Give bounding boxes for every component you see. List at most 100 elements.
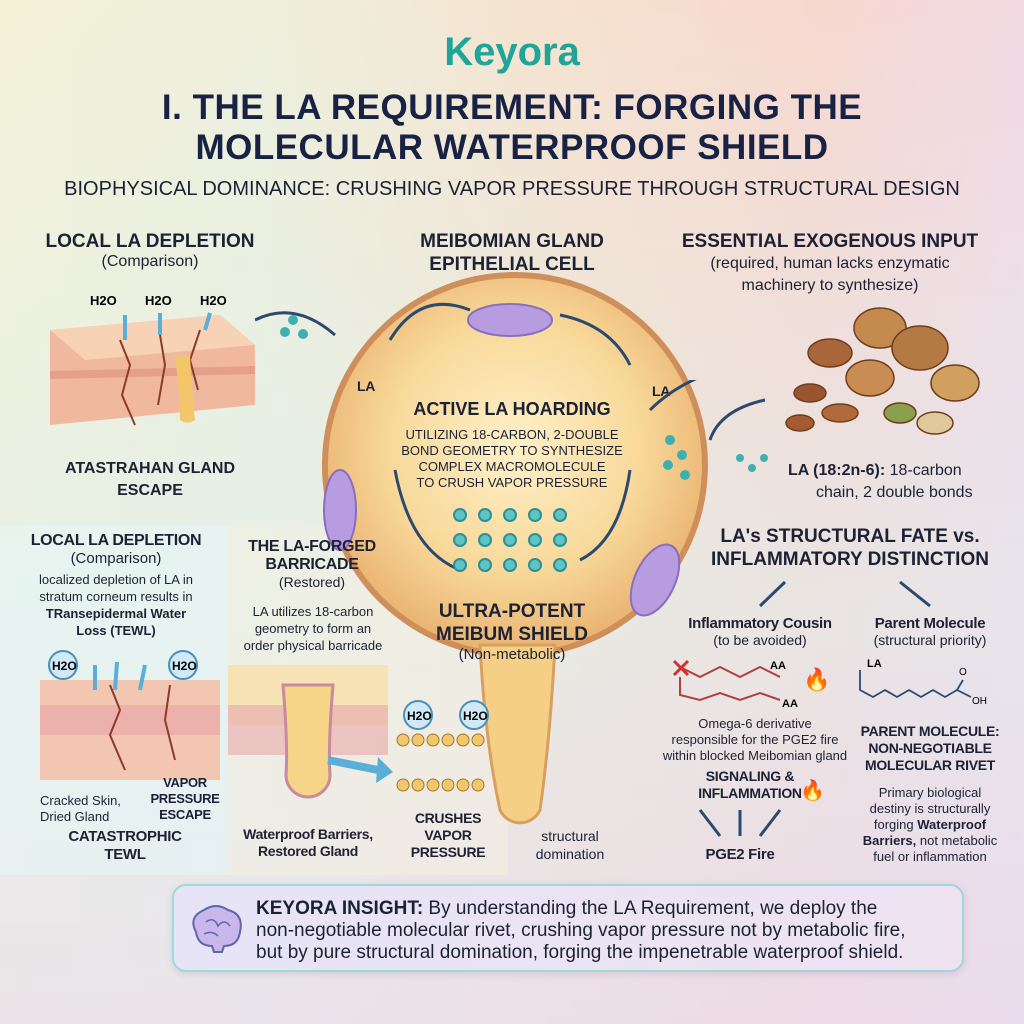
hydroxyl-label: OH (972, 696, 987, 707)
aa-label: AA (782, 698, 798, 710)
desc-line: order physical barricade (243, 638, 383, 653)
inflammatory-cousin: Inflammatory Cousin (to be avoided) (665, 615, 855, 648)
desc-line: Loss (TEWL) (76, 623, 156, 638)
logo-text: Keyora (444, 30, 580, 74)
la-desc: chain, 2 double bonds (816, 484, 973, 501)
aa-molecule: AA AA 🔥 (672, 659, 830, 710)
active-la-hoarding: ACTIVE LA HOARDING UTILIZING 18-CARBON, … (390, 398, 634, 491)
crushes-vapor-label: CRUSHES VAPOR PRESSURE (398, 810, 498, 861)
fate-title: INFLAMMATORY DISTINCTION (711, 549, 989, 570)
h2o-label: H2O (172, 659, 197, 673)
desc-line: geometry to form an (254, 621, 372, 636)
head-line: MOLECULAR RIVET (864, 757, 996, 773)
fate-heading: LA's STRUCTURAL FATE vs. INFLAMMATORY DI… (700, 525, 1000, 571)
cracked-skin-illustration: H2O H2O H2O (49, 293, 256, 426)
hoarding-line: TO CRUSH VAPOR PRESSURE (416, 475, 608, 490)
h2o-label: H2O (463, 709, 488, 723)
page-title: I. THE LA REQUIREMENT: FORGING THE MOLEC… (0, 88, 1024, 168)
parent-molecule: Parent Molecule (structural priority) (845, 615, 1015, 648)
la-arrows (648, 380, 768, 480)
title-line-1: I. THE LA REQUIREMENT: FORGING THE (161, 88, 863, 127)
tail-line: domination (535, 846, 605, 862)
hoarding-line: UTILIZING 18-CARBON, 2-DOUBLE (405, 427, 619, 442)
la-formula: LA (18:2n-6): (788, 462, 886, 479)
label-line: Restored Gland (257, 843, 359, 859)
tail-caption: structural domination (520, 827, 620, 863)
desc-bold: Barriers, (862, 833, 917, 848)
head-line: PARENT MOLECULE: (860, 723, 1000, 739)
desc-line: Omega-6 derivative (698, 716, 812, 731)
tail-line: structural (541, 828, 599, 844)
fire-icon: 🔥 (800, 780, 825, 802)
hoarding-line: BOND GEOMETRY TO SYNTHESIZE (401, 443, 623, 458)
h2o-label: H2O (200, 293, 227, 308)
label-line: Waterproof Barriers, (243, 826, 373, 842)
desc-line: localized depletion of LA in (39, 572, 193, 587)
h2o-label: H2O (145, 293, 172, 308)
h2o-label: H2O (90, 293, 117, 308)
brain-icon (192, 905, 242, 953)
barricade-heading: THE LA-FORGED BARRICADE (Restored) (232, 538, 392, 590)
label-line: PRESSURE (410, 844, 486, 860)
catastrophic-tewl: CATASTROPHIC TEWL (40, 828, 210, 864)
insight-line: but by pure structural domination, forgi… (256, 942, 904, 963)
pge2-arrows (698, 809, 782, 837)
label-line: PRESSURE (150, 791, 220, 806)
desc-line: fuel or inflammation (873, 849, 987, 864)
label-line: ESCAPE (159, 807, 211, 822)
meibum-shield: ULTRA-POTENT MEIBUM SHIELD (Non-metaboli… (400, 600, 624, 664)
page-subtitle: BIOPHYSICAL DOMINANCE: CRUSHING VAPOR PR… (64, 178, 960, 200)
caption-line: ATASTRAHAN GLAND (64, 460, 236, 477)
label-line: VAPOR (424, 827, 472, 843)
waterproof-label: Waterproof Barriers, Restored Gland (228, 826, 388, 860)
cell-title-line: MEIBOMIAN GLAND (420, 231, 604, 252)
cousin-subtitle: (to be avoided) (713, 632, 807, 648)
top-left-subtitle: (Comparison) (101, 253, 199, 270)
footer-line: TEWL (104, 846, 146, 863)
caption-line: ESCAPE (117, 482, 183, 499)
insight-label: KEYORA INSIGHT: (256, 898, 424, 919)
top-left-heading: LOCAL LA DEPLETION (Comparison) (30, 230, 270, 271)
keyora-insight-box: KEYORA INSIGHT: By understanding the LA … (172, 884, 964, 972)
top-left-title: LOCAL LA DEPLETION (45, 231, 255, 252)
desc-line: within blocked Meibomian gland (662, 748, 848, 763)
top-right-title: ESSENTIAL EXOGENOUS INPUT (681, 231, 979, 252)
desc-line: destiny is structurally (869, 801, 991, 816)
parent-title: Parent Molecule (874, 615, 986, 632)
top-left-caption: ATASTRAHAN GLAND ESCAPE (40, 458, 260, 502)
desc-line: responsible for the PGE2 fire (671, 732, 839, 747)
parent-molecule-head: PARENT MOLECULE: NON-NEGOTIABLE MOLECULA… (840, 723, 1020, 774)
shield-note: (Non-metabolic) (458, 646, 566, 663)
desc-text: forging (873, 817, 918, 832)
la-structure: LA O OH (859, 658, 987, 707)
cousin-desc: Omega-6 derivative responsible for the P… (655, 716, 855, 764)
h2o-label: H2O (407, 709, 432, 723)
pge2-fire: PGE2 Fire (705, 846, 775, 863)
la-molecule-arrow (255, 311, 336, 339)
signal-line: SIGNALING & (705, 768, 795, 784)
insight-line: By understanding the LA Requirement, we … (423, 898, 878, 919)
la-label: LA (867, 658, 882, 670)
insight-line: non-negotiable molecular rivet, crushing… (256, 920, 906, 941)
desc-line: stratum corneum results in (39, 589, 193, 604)
cousin-title: Inflammatory Cousin (688, 615, 832, 632)
parent-subtitle: (structural priority) (873, 632, 987, 648)
shield-title-line: MEIBUM SHIELD (436, 624, 588, 645)
nuts-seeds-illustration (785, 307, 980, 435)
fate-title: LA's STRUCTURAL FATE vs. (720, 526, 980, 547)
la-definition: LA (18:2n-6): 18-carbon chain, 2 double … (788, 460, 1008, 504)
head-line: NON-NEGOTIABLE (868, 740, 992, 756)
signaling-inflammation: SIGNALING & INFLAMMATION (680, 768, 820, 802)
top-right-heading: ESSENTIAL EXOGENOUS INPUT (required, hum… (660, 230, 1000, 297)
top-right-desc: (required, human lacks enzymatic (710, 255, 950, 272)
hoarding-line: COMPLEX MACROMOLECULE (418, 459, 606, 474)
la-desc: 18-carbon (889, 462, 962, 479)
barricade-desc: LA utilizes 18-carbon geometry to form a… (228, 603, 398, 654)
desc-bold: Waterproof (917, 817, 987, 832)
meibomian-cell-illustration (321, 272, 708, 825)
cell-title-line: EPITHELIAL CELL (429, 254, 595, 275)
aa-label: AA (770, 660, 786, 672)
h2o-label: H2O (52, 659, 77, 673)
bottom-left-text: LOCAL LA DEPLETION (Comparison) localize… (10, 532, 222, 639)
top-right-desc: machinery to synthesize) (741, 277, 919, 294)
